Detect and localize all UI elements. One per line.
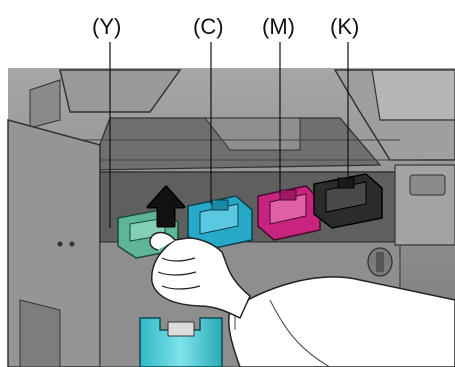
label-black: (K) — [330, 14, 359, 40]
waste-toner-bottle — [140, 318, 222, 367]
label-magenta: (M) — [262, 14, 295, 40]
magenta-toner-cartridge[interactable] — [258, 186, 320, 240]
black-toner-cartridge[interactable] — [314, 174, 382, 228]
label-cyan: (C) — [193, 14, 224, 40]
label-yellow: (Y) — [92, 14, 121, 40]
